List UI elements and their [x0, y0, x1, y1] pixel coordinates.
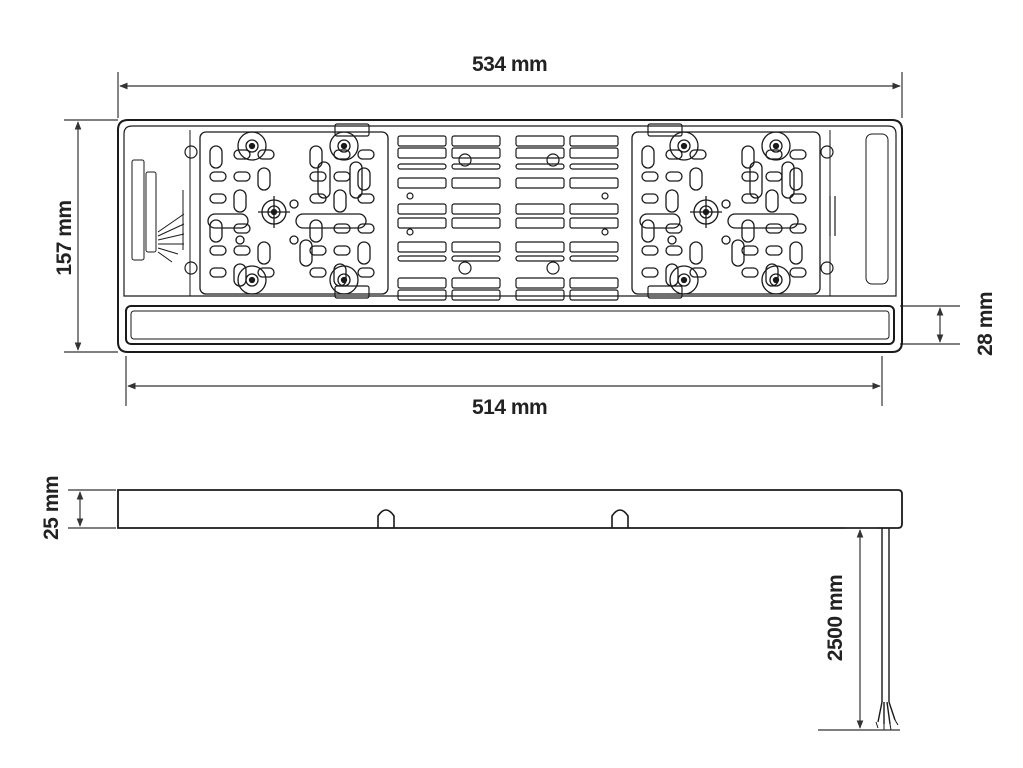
clip-notch-left: [377, 509, 395, 528]
center-slot-grid: [397, 135, 619, 301]
dimension-line-157: [64, 119, 118, 353]
label-thickness: 25 mm: [40, 475, 63, 540]
mounting-panel-right: [631, 131, 821, 295]
label-inner-width: 514 mm: [472, 396, 548, 419]
light-bar: [125, 305, 895, 345]
dimension-line-2500: [818, 527, 900, 731]
label-cable-length: 2500 mm: [824, 574, 847, 662]
label-overall-width: 534 mm: [472, 53, 548, 76]
power-cable: [875, 528, 899, 731]
label-height: 157 mm: [53, 200, 76, 276]
dimension-line-534: [117, 72, 903, 118]
clip-notch-right: [611, 509, 629, 528]
label-light-bar-height: 28 mm: [974, 291, 997, 356]
plate-frame-top-view: [117, 119, 903, 353]
mounting-panel-left: [199, 131, 389, 295]
right-emblem-mark: [829, 196, 836, 236]
dimension-line-25: [68, 489, 116, 529]
dimension-line-28: [900, 305, 960, 345]
dimension-line-514: [125, 356, 883, 406]
plate-frame-side-view: [117, 489, 903, 529]
brand-emblem: [131, 159, 185, 263]
